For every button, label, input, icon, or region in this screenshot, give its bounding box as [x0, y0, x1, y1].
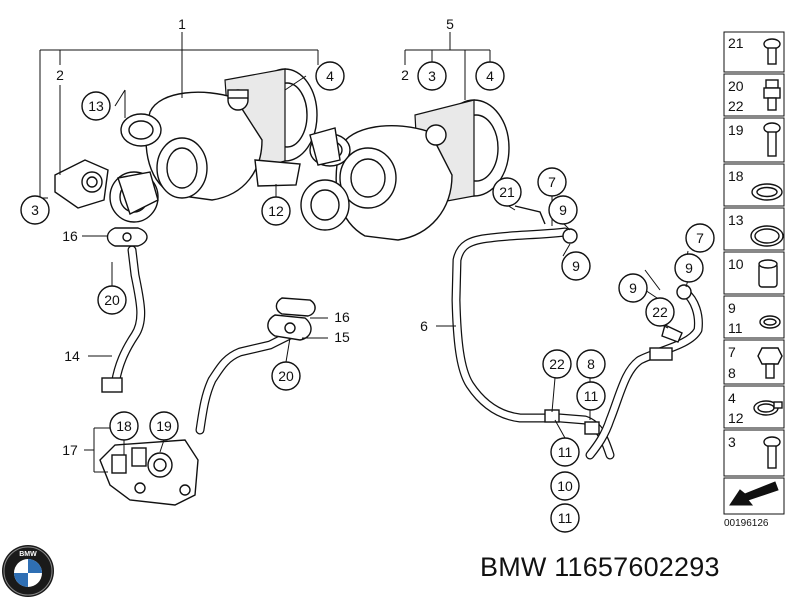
- callout-2b: 2: [401, 67, 409, 83]
- callout-11b: 11: [558, 444, 573, 460]
- legend-label-9: 9: [728, 300, 736, 316]
- sleeve-icon: [758, 259, 778, 288]
- parts-legend: 21 20 22 19 18 13: [723, 31, 785, 515]
- bmw-logo: BMW: [2, 545, 54, 597]
- callout-8: 8: [587, 356, 595, 372]
- legend-label-12: 12: [728, 410, 744, 426]
- callout-9: 9: [559, 202, 567, 218]
- callout-16b: 16: [334, 309, 350, 325]
- callouts: 1 2 13 4 3 12 5 2 3 4 16 20 14 17 18 19 …: [20, 16, 715, 533]
- legend-label-13: 13: [728, 212, 744, 228]
- bolt-icon: [763, 38, 781, 65]
- oil-line-right: [544, 284, 703, 460]
- legend-label-21: 21: [728, 35, 744, 51]
- callout-14: 14: [64, 348, 80, 364]
- callout-4: 4: [326, 68, 334, 84]
- legend-label-8: 8: [728, 365, 736, 381]
- callout-20: 20: [104, 292, 120, 308]
- part-number-caption: BMW 11657602293: [480, 552, 720, 582]
- bmw-logo-text: BMW: [19, 551, 37, 558]
- seal-ring-icon: [759, 315, 781, 329]
- callout-11c: 11: [558, 510, 573, 526]
- legend-label-22: 22: [728, 98, 744, 114]
- callout-19: 19: [156, 418, 172, 434]
- oil-line-6: [451, 205, 615, 460]
- turbocharger-left: [54, 68, 318, 223]
- hose-clamp-icon: [753, 400, 783, 416]
- callout-9d: 9: [685, 260, 693, 276]
- legend-label-10: 10: [728, 256, 744, 272]
- callout-7b: 7: [696, 230, 704, 246]
- oil-line-14: [101, 227, 148, 393]
- legend-label-7: 7: [728, 344, 736, 360]
- callout-3b: 3: [428, 68, 436, 84]
- callout-7: 7: [548, 174, 556, 190]
- torx-bolt-icon: [763, 436, 781, 469]
- callout-9b: 9: [572, 258, 580, 274]
- callout-15: 15: [334, 329, 350, 345]
- seal-ring-icon: [751, 183, 783, 201]
- hex-bolt-icon: [757, 347, 783, 379]
- leader-lines: [39, 32, 689, 473]
- legend-label-11: 11: [728, 320, 743, 336]
- callout-20b: 20: [278, 368, 294, 384]
- callout-4b: 4: [486, 68, 494, 84]
- legend-label-18: 18: [728, 168, 744, 184]
- callout-5: 5: [446, 16, 454, 32]
- callout-9c: 9: [629, 280, 637, 296]
- callout-12: 12: [268, 203, 284, 219]
- turbocharger-right: [300, 99, 510, 241]
- callout-2: 2: [56, 67, 64, 83]
- legend-label-19: 19: [728, 122, 744, 138]
- flange-17: [99, 439, 199, 506]
- callout-16: 16: [62, 228, 78, 244]
- callout-6: 6: [420, 318, 428, 334]
- diagram-id-label: 00196126: [724, 518, 769, 529]
- callout-17: 17: [62, 442, 78, 458]
- callout-18: 18: [116, 418, 132, 434]
- hollow-bolt-icon: [763, 79, 781, 111]
- callout-1: 1: [178, 16, 186, 32]
- callout-11: 11: [584, 388, 599, 404]
- callout-22: 22: [549, 356, 565, 372]
- callout-21: 21: [499, 184, 515, 200]
- callout-10: 10: [557, 478, 573, 494]
- callout-13: 13: [88, 98, 104, 114]
- legend-label-3: 3: [728, 434, 736, 450]
- legend-label-20: 20: [728, 78, 744, 94]
- legend-label-4: 4: [728, 390, 736, 406]
- bolt-icon: [763, 122, 781, 157]
- arrow-icon: [729, 481, 779, 506]
- callout-3: 3: [31, 202, 39, 218]
- oil-line-15: [195, 297, 316, 435]
- callout-22b: 22: [652, 304, 668, 320]
- seal-ring-icon: [750, 225, 784, 247]
